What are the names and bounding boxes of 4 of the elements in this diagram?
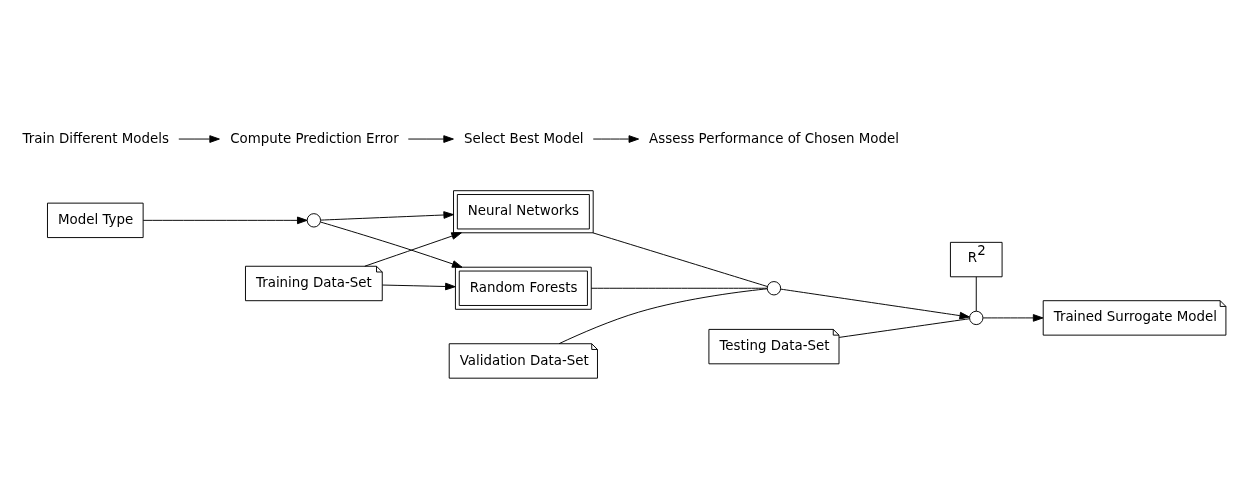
node-text: Select Best Model: [464, 130, 584, 146]
node-text: Compute Prediction Error: [230, 130, 399, 146]
node-text: Train Different Models: [22, 130, 169, 146]
node-text: Assess Performance of Chosen Model: [649, 130, 899, 146]
